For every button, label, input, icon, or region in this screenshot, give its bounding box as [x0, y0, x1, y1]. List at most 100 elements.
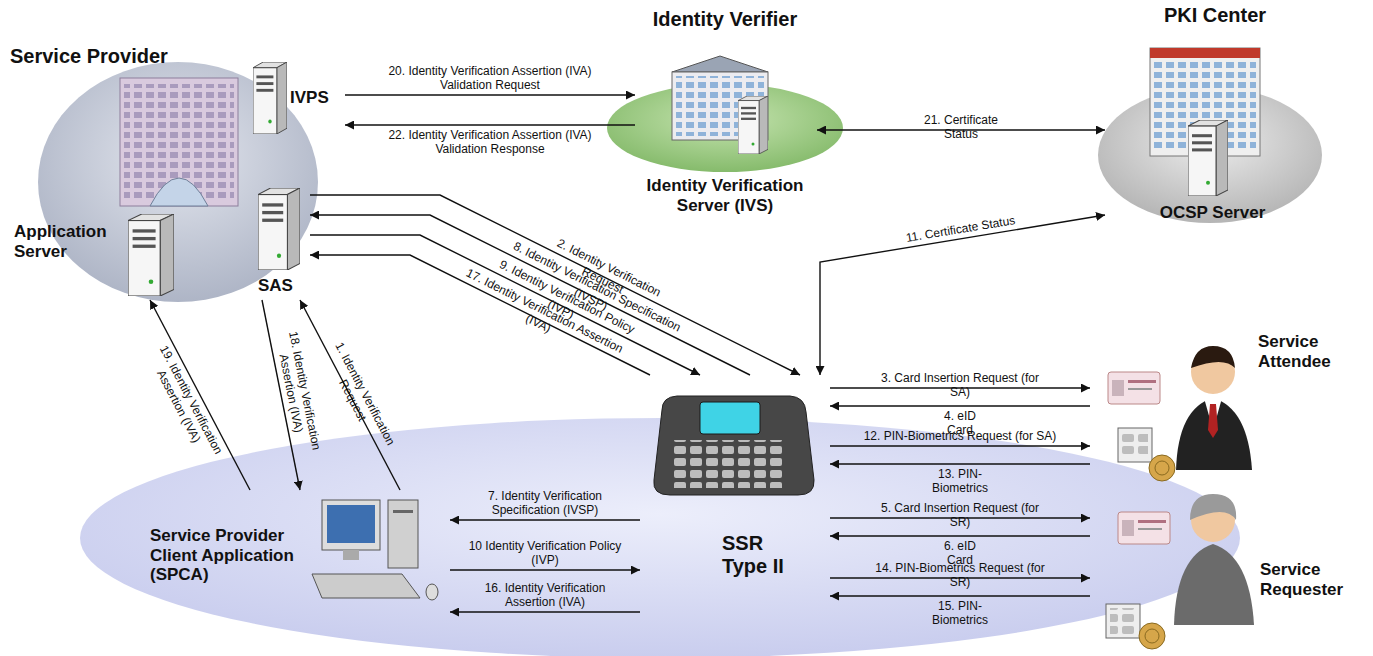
arrow-label: 5. Card Insertion Request (for SR) [869, 501, 1051, 529]
node-label: Identity Verification Server (IVS) [635, 176, 815, 215]
server-icon [1188, 120, 1228, 196]
server-icon [258, 188, 300, 270]
ocsp-server: OCSP Server [1105, 38, 1322, 235]
fingerprint [1155, 461, 1169, 475]
computer-icon [343, 550, 359, 560]
ssr-device [654, 396, 814, 495]
node-label: Application Server [14, 222, 124, 261]
fingerprint [1145, 629, 1159, 643]
message-arrow [450, 569, 640, 570]
node-label: SSR Type II [722, 532, 802, 578]
computer-icon [327, 505, 375, 543]
arrow-label: 19. Identity Verification Assertion (IVA… [135, 326, 234, 481]
fingerprint [1139, 623, 1165, 649]
person-node: Service Attendee [1090, 330, 1365, 490]
eid-card [1138, 520, 1166, 523]
computer-icon [322, 500, 380, 550]
verification-server: Identity Verification Server (IVS) [635, 50, 817, 222]
message-arrow [830, 595, 1090, 596]
ssr-device: SSR Type II [640, 375, 830, 625]
message-arrow [820, 215, 1105, 375]
pin-pad [1106, 604, 1140, 638]
arrow-label: 16. Identity Verification Assertion (IVA… [463, 581, 628, 609]
pin-pad [1110, 608, 1136, 634]
person-attendee [1208, 404, 1218, 438]
computer-icon [426, 584, 438, 600]
arrow-label: 22. Identity Verification Assertion (IVA… [383, 128, 598, 156]
person-attendee [1176, 398, 1252, 470]
arrow-label: 10 Identity Verification Policy (IVP) [463, 539, 628, 567]
pki-building [1150, 48, 1260, 58]
node-label: IVPS [290, 88, 342, 108]
person-requester [1174, 544, 1254, 625]
arrow-label: 15. PIN-Biometrics [910, 599, 1010, 627]
message-arrow [345, 124, 635, 125]
fingerprint [1149, 455, 1175, 481]
verifier-building [672, 56, 768, 72]
fingerprint [1139, 623, 1165, 649]
eid-card [1108, 372, 1160, 404]
eid-card [1108, 372, 1160, 404]
server-icon [128, 214, 174, 296]
eid-card [1128, 388, 1152, 390]
person-requester [1174, 494, 1254, 625]
pin-pad [1118, 428, 1152, 462]
arrow-label: 14. PIN-Biometrics Request (for SR) [864, 561, 1057, 589]
provider-building [120, 78, 238, 206]
eid-card [1118, 512, 1170, 544]
fingerprint [1149, 455, 1175, 481]
arrow-label: 20. Identity Verification Assertion (IVA… [383, 64, 598, 92]
server-icon [738, 96, 768, 154]
eid-card [1118, 512, 1170, 544]
ssr-device [654, 396, 814, 495]
node-label: Service Provider Client Application (SPC… [150, 526, 315, 585]
message-arrow [310, 195, 800, 375]
eid-card [1122, 520, 1134, 536]
message-arrow [345, 94, 635, 95]
computer-icon [393, 510, 413, 513]
provider-building [150, 178, 208, 206]
arrow-label: 12. PIN-Biometrics Request (for SA) [864, 429, 1057, 443]
eid-card [1128, 380, 1156, 383]
computer-icon [388, 500, 418, 568]
server-node: Application Server [10, 205, 190, 300]
arrow-label: 13. PIN-Biometrics [910, 467, 1010, 495]
server-icon [253, 62, 287, 134]
arrow-label: 3. Card Insertion Request (for SA) [870, 371, 1051, 399]
node-label: Service Provider [10, 45, 210, 68]
message-arrow [830, 463, 1090, 464]
verifier-site: Identity VerifierIdentity Verification S… [600, 5, 852, 230]
provider-platform [38, 62, 318, 302]
server-icon [738, 96, 768, 154]
computer-icon [312, 574, 420, 598]
pin-pad [1106, 604, 1140, 638]
computer-icon [312, 500, 438, 600]
arrow-label: 21. Certificate Status [906, 113, 1017, 141]
node-label: OCSP Server [1105, 203, 1320, 223]
message-arrow [830, 535, 1090, 536]
server-icon [258, 188, 300, 270]
eid-card [1138, 528, 1162, 530]
arrow-label: 11. Certificate Status [905, 213, 1017, 245]
node-label: Service Attendee [1258, 332, 1358, 371]
server-icon [128, 214, 174, 296]
message-arrow [450, 611, 640, 612]
message-arrow [310, 215, 750, 375]
arrow-label: 7. Identity Verification Specification (… [463, 489, 628, 517]
message-arrow [830, 405, 1090, 406]
person-requester [1190, 494, 1236, 520]
message-arrow [830, 445, 1090, 446]
person-attendee [1191, 346, 1235, 368]
node-label: Identity Verifier [600, 8, 850, 31]
server-icon [1188, 120, 1228, 196]
client-workstation: Service Provider Client Application (SPC… [120, 490, 450, 625]
provider-building [120, 78, 238, 206]
ssr-device [700, 402, 760, 434]
eid-card [1112, 380, 1124, 396]
provider-site: Service ProviderIVPSApplication ServerSA… [5, 40, 345, 305]
pin-pad [1122, 432, 1148, 458]
server-node: IVPS [250, 58, 345, 142]
